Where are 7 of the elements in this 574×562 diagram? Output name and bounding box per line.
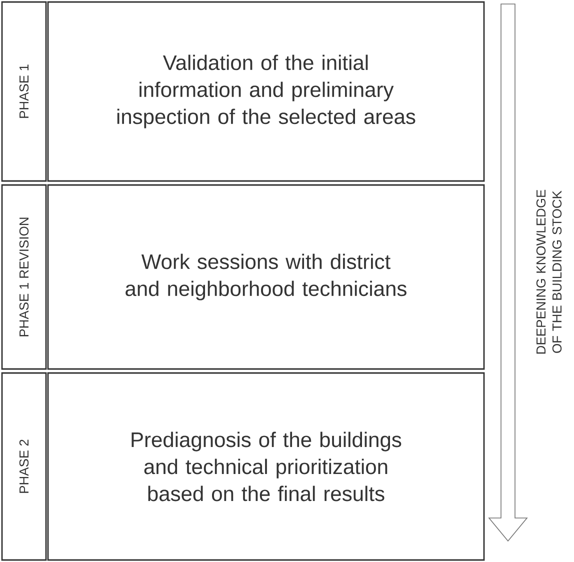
step-box: Prediagnosis of the buildings and technical prioritization based on the final results	[47, 372, 485, 561]
arrow-label: DEEPENING KNOWLEDGE OF THE BUILDING STOCK	[536, 190, 562, 354]
phase-label-box: PHASE 1 REVISION	[1, 184, 47, 370]
phase-label-box: PHASE 2	[1, 372, 47, 561]
phase-label-box: PHASE 1	[1, 1, 47, 182]
step-box: Work sessions with district and neighborhood technicians	[47, 184, 485, 370]
step-box: Validation of the initial information and preliminary inspection of the selected areas	[47, 1, 485, 182]
